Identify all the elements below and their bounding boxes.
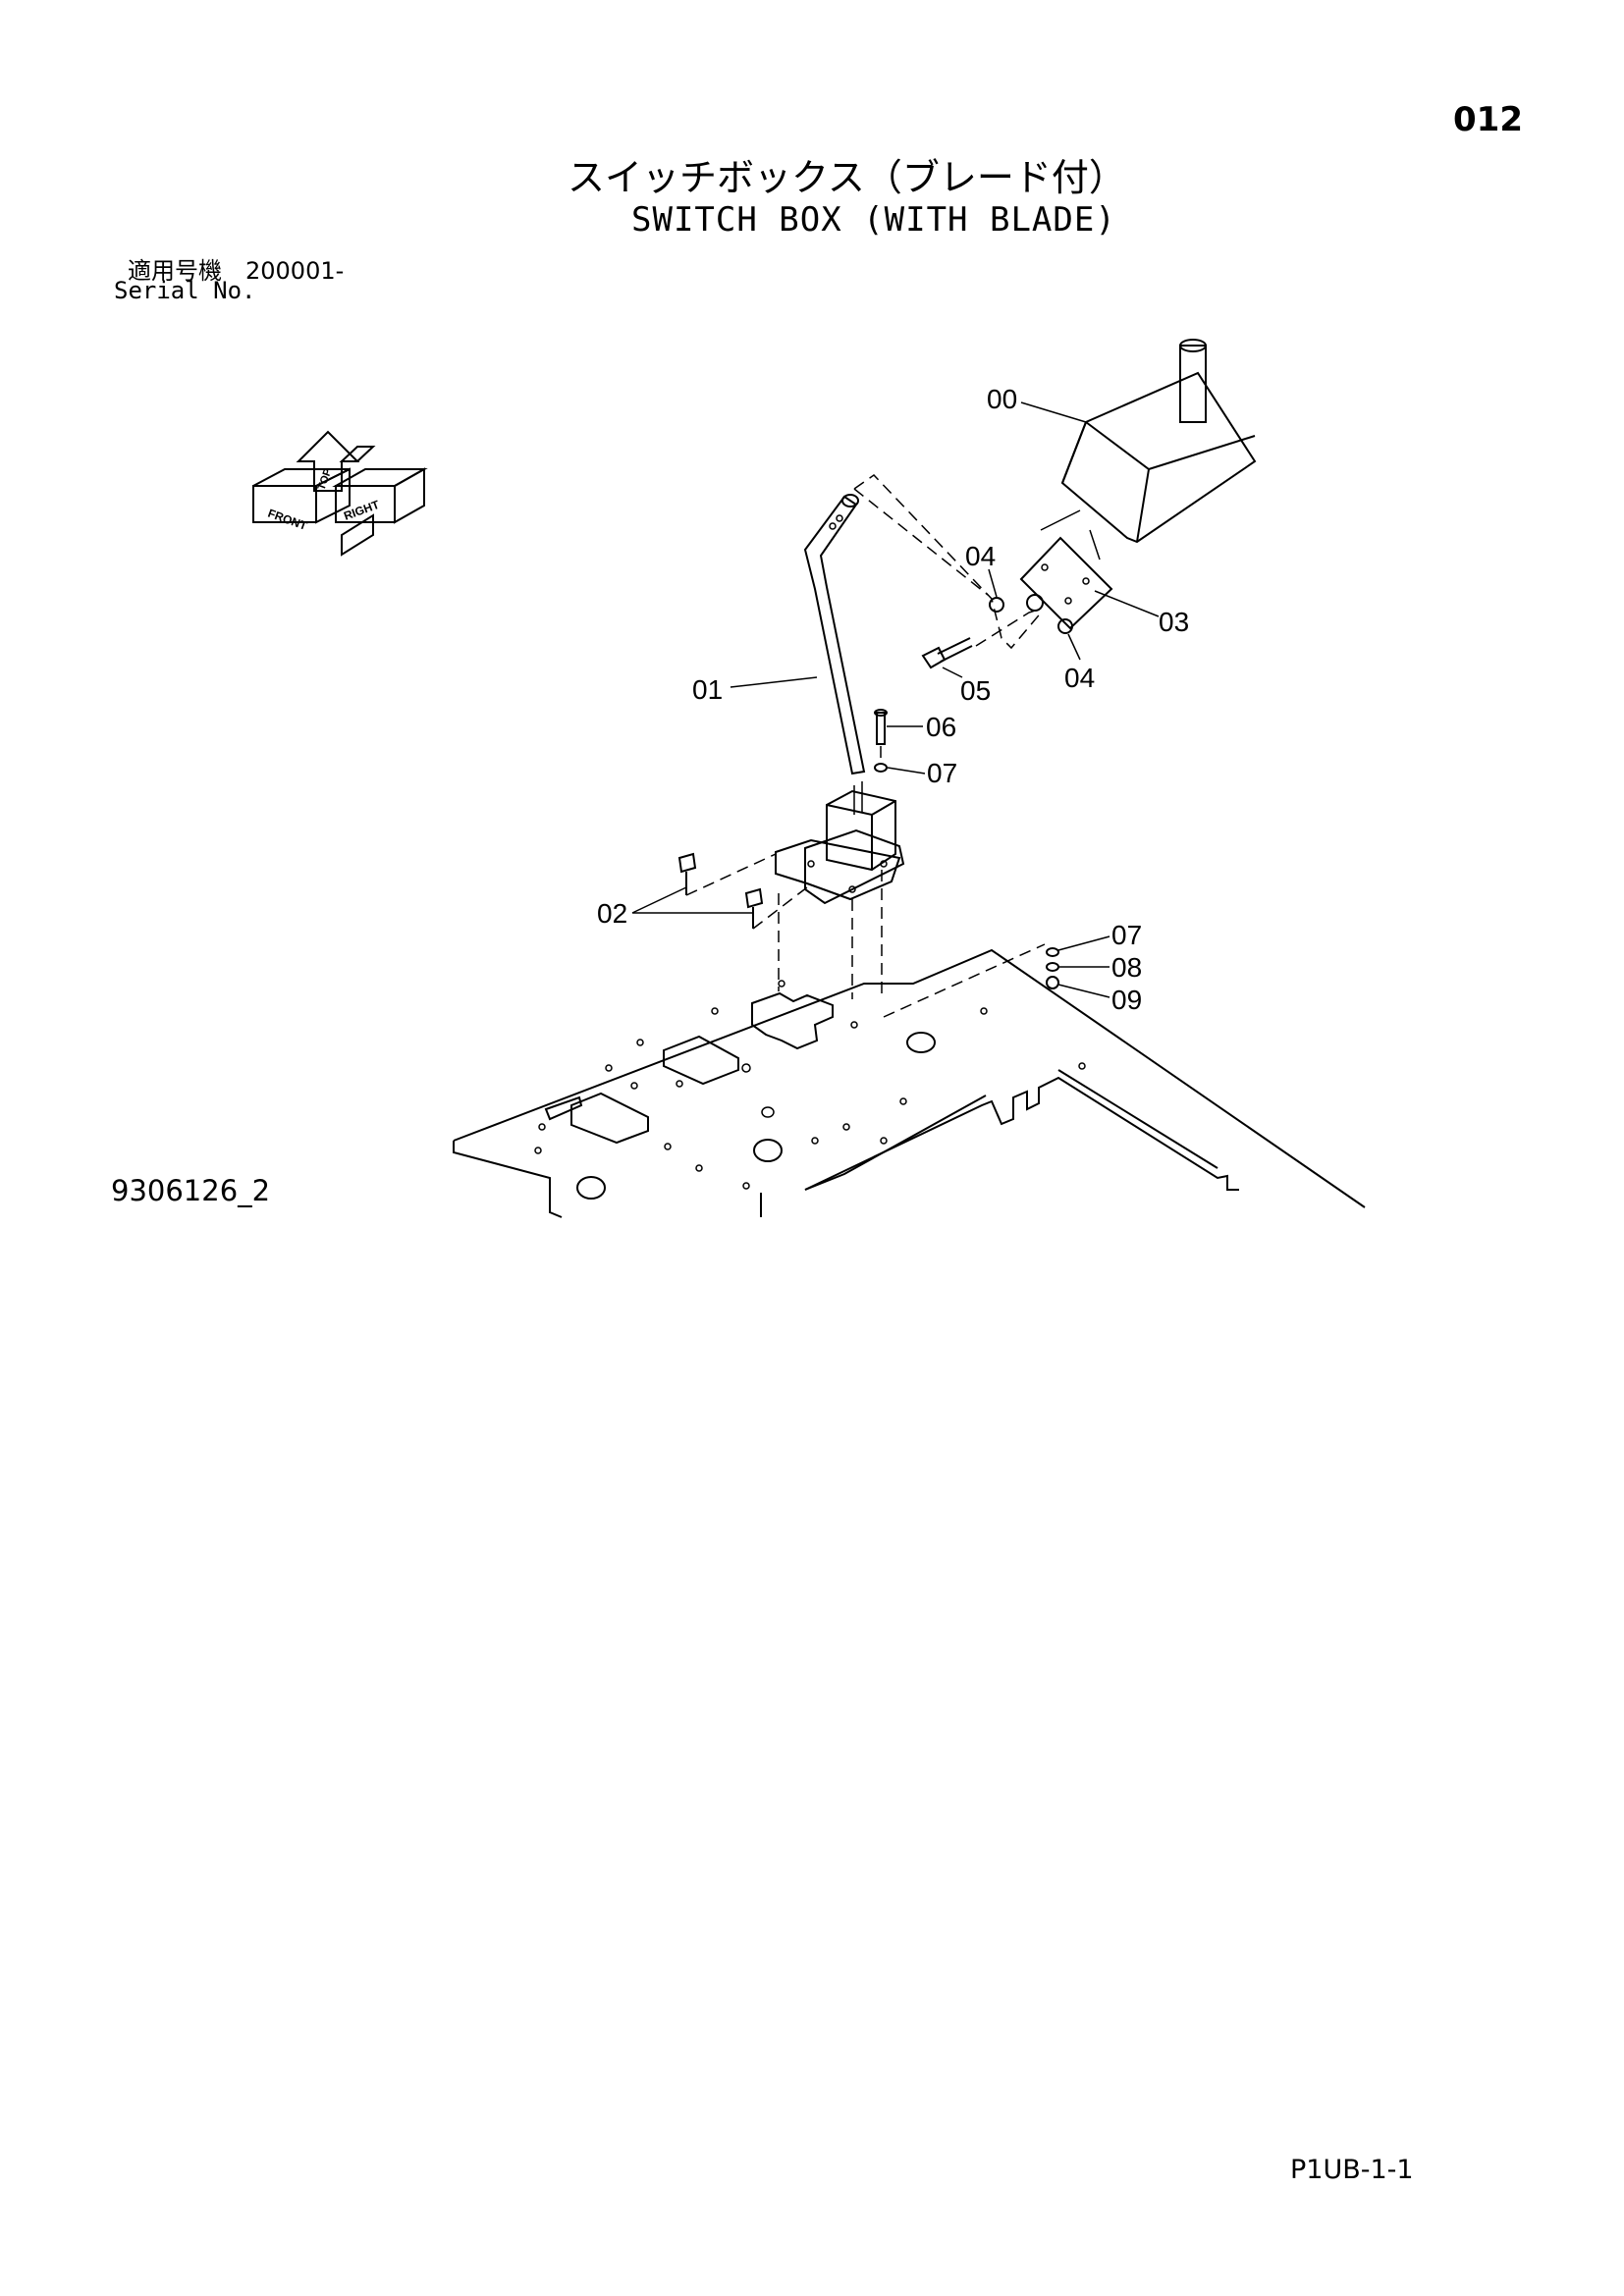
page-code: P1UB-1-1 [1290,2155,1414,2185]
callout-00: 00 [987,384,1017,414]
callout-08: 08 [1111,952,1142,983]
right-label: RIGHT [342,498,381,523]
callout-09: 09 [1111,985,1142,1015]
washer-nut-stack-part [1046,947,1059,989]
callout-05: 05 [960,675,991,706]
lever-arm-part [803,494,866,775]
callout-04a: 04 [965,541,996,571]
bracket-part [1019,536,1113,630]
serial-label-english: Serial No. [114,277,256,304]
assembly-guide-lines [685,474,1046,1018]
callout-02: 02 [597,898,627,929]
callout-07a: 07 [927,758,957,788]
nut-part [989,597,1073,634]
page-title-japanese: スイッチボックス（ブレード付） [568,156,1126,199]
callout-07b: 07 [1111,920,1142,950]
part-callouts: 00 01 02 03 04 04 05 06 07 07 08 09 [597,384,1189,1015]
bolt-part [921,637,973,669]
callout-06: 06 [926,712,956,742]
upper-bolt-part [874,709,888,773]
top-label: TOP [316,467,335,492]
callout-01: 01 [692,674,723,705]
page-number: 012 [1453,100,1523,139]
front-label: FRONT [266,507,309,534]
page-title-english: SWITCH BOX (WITH BLADE) [631,200,1116,240]
lever-base-part [775,781,905,905]
floor-plate-part [453,948,1366,1218]
callout-04b: 04 [1064,663,1095,693]
exploded-parts-diagram: FRONT RIGHT TOP [252,339,1366,1218]
mounting-bolt-part [677,852,764,929]
serial-label-japanese: 適用号機 200001- [128,257,345,285]
orientation-indicator-icon: FRONT RIGHT TOP [252,430,428,557]
switch-box-part [1040,339,1257,561]
callout-03: 03 [1159,607,1189,637]
drawing-number: 9306126_2 [111,1174,271,1207]
